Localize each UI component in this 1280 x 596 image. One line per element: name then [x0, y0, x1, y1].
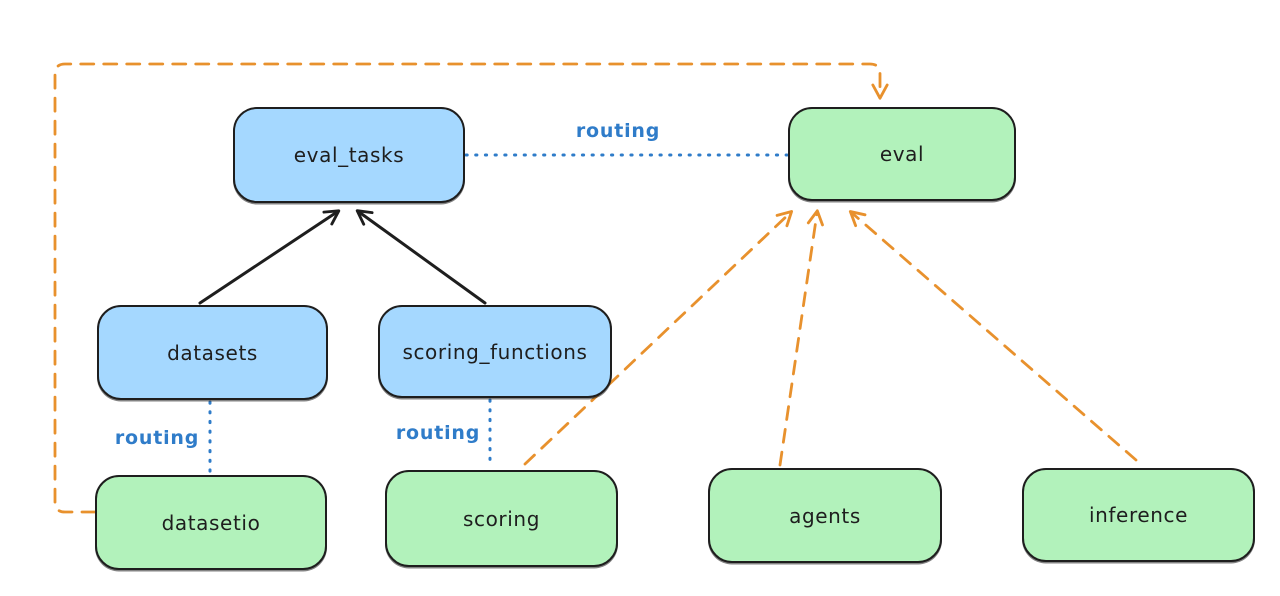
node-datasets-label: datasets	[167, 340, 258, 365]
node-inference-label: inference	[1088, 503, 1189, 527]
routing-label-eval-tasks-eval: routing	[575, 120, 661, 142]
node-inference: inference	[1022, 468, 1255, 562]
node-datasets: datasets	[97, 305, 328, 400]
node-scoring: scoring	[385, 470, 618, 567]
node-eval-tasks-label: eval_tasks	[293, 143, 405, 167]
edge-datasets-eval-tasks-arrow	[198, 209, 341, 305]
routing-label-scoring-functions-scoring: routing	[395, 422, 481, 444]
edge-scoring-functions-eval-tasks-arrow	[355, 209, 487, 305]
node-datasetio: datasetio	[95, 475, 327, 570]
node-agents-label: agents	[789, 503, 861, 528]
node-scoring-label: scoring	[462, 506, 540, 531]
edge-scoring-eval-arrow	[523, 210, 794, 466]
node-agents: agents	[708, 468, 942, 563]
node-datasetio-label: datasetio	[161, 510, 261, 535]
node-eval-tasks: eval_tasks	[233, 107, 465, 203]
edge-agents-eval-arrow	[778, 209, 824, 467]
edge-datasetio-eval-arrow	[53, 62, 889, 514]
node-scoring-functions-label: scoring_functions	[402, 339, 588, 364]
routing-label-datasets-datasetio: routing	[114, 427, 200, 449]
node-scoring-functions: scoring_functions	[378, 305, 612, 398]
node-eval-label: eval	[879, 142, 925, 166]
node-eval: eval	[788, 107, 1016, 201]
edge-inference-eval-arrow	[848, 210, 1138, 462]
